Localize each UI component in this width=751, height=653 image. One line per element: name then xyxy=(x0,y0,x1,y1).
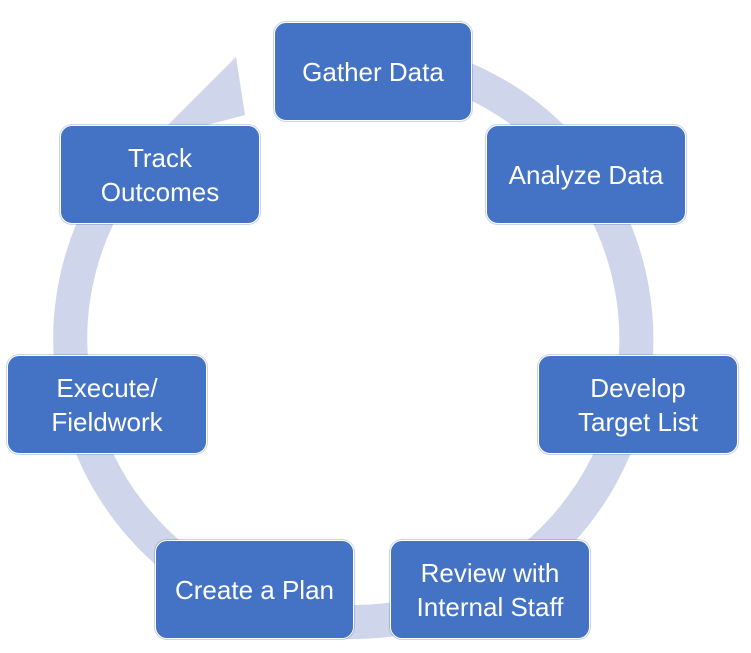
step-execute-label-line-2: Fieldwork xyxy=(51,406,163,437)
step-analyze-data[interactable]: Analyze Data xyxy=(486,125,686,224)
step-create-a-plan-label: Create a Plan xyxy=(175,574,334,605)
step-develop-target-list-label-line-2: Target List xyxy=(578,406,698,437)
step-gather-data[interactable]: Gather Data xyxy=(274,22,472,121)
step-gather-data-label: Gather Data xyxy=(302,56,444,87)
step-review-label-line-2: Internal Staff xyxy=(416,591,564,622)
cycle-arrow-head xyxy=(154,57,245,139)
step-execute-fieldwork[interactable]: Execute/ Fieldwork xyxy=(7,355,207,454)
step-analyze-data-label: Analyze Data xyxy=(508,159,664,190)
step-track-outcomes[interactable]: Track Outcomes xyxy=(60,125,260,224)
step-execute-label-line-1: Execute/ xyxy=(56,372,158,403)
step-track-outcomes-label-line-1: Track xyxy=(127,142,193,173)
step-review-with-internal-staff[interactable]: Review with Internal Staff xyxy=(390,540,590,639)
step-develop-target-list[interactable]: Develop Target List xyxy=(538,355,738,454)
step-create-a-plan[interactable]: Create a Plan xyxy=(155,540,354,639)
step-review-label-line-1: Review with xyxy=(420,557,560,588)
step-track-outcomes-label-line-2: Outcomes xyxy=(100,176,220,207)
step-develop-target-list-label-line-1: Develop xyxy=(590,372,686,403)
